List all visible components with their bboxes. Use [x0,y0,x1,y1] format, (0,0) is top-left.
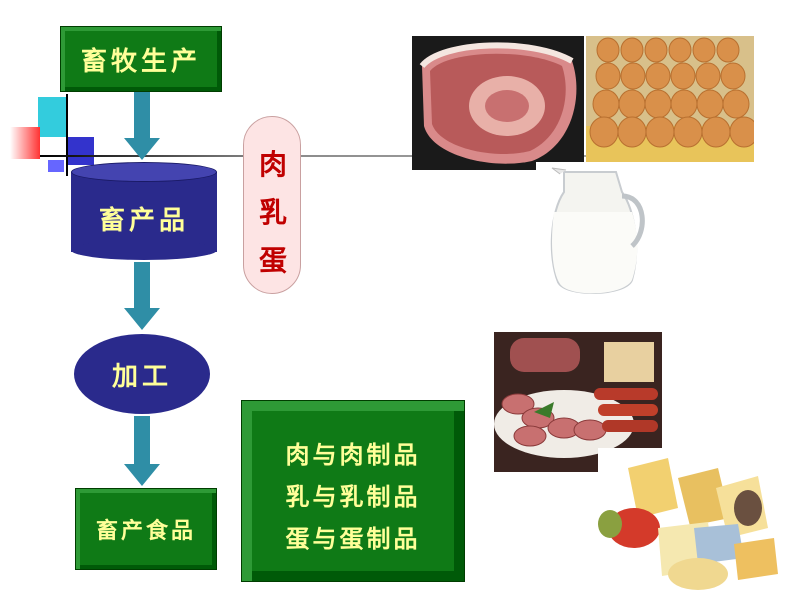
meat-milk-egg-pill: 肉 乳 蛋 [243,116,301,294]
cylinder-body [71,172,217,252]
decor-horizontal-line [40,155,600,157]
decor-vertical-line [66,94,68,176]
livestock-production-box: 畜牧生产 [60,26,222,92]
animal-food-box: 畜产食品 [75,488,217,570]
decor-square-blue [66,137,94,165]
decor-square-red [10,127,40,159]
animal-products-cylinder: 畜产品 [71,162,217,260]
livestock-production-label: 畜牧生产 [80,46,201,77]
arrow-1-shaft [134,92,150,140]
decor-square-small-blue [48,160,64,172]
pill-char-milk: 乳 [258,196,287,229]
products-line-milk: 乳与乳制品 [285,483,421,511]
pill-char-meat: 肉 [258,148,287,181]
arrow-3-head [124,464,160,486]
animal-products-label: 畜产品 [98,206,189,236]
milk-jug-photo [536,162,652,302]
eggs-photo [586,36,754,162]
arrow-1-head [124,138,160,160]
cylinder-bottom [71,240,217,260]
arrow-2-shaft [134,262,150,310]
cheese-photo [598,448,780,594]
cylinder-top [71,162,217,182]
arrow-3-shaft [134,416,150,466]
processing-label: 加工 [111,361,172,392]
products-line-meat: 肉与肉制品 [285,441,421,469]
pill-char-egg: 蛋 [258,244,287,277]
arrow-2-head [124,308,160,330]
animal-food-label: 畜产食品 [95,519,196,544]
meat-photo [412,36,584,170]
processing-ellipse: 加工 [74,334,210,414]
products-box: 肉与肉制品 乳与乳制品 蛋与蛋制品 [241,400,465,582]
decor-square-cyan [38,97,66,137]
products-line-egg: 蛋与蛋制品 [285,525,421,553]
